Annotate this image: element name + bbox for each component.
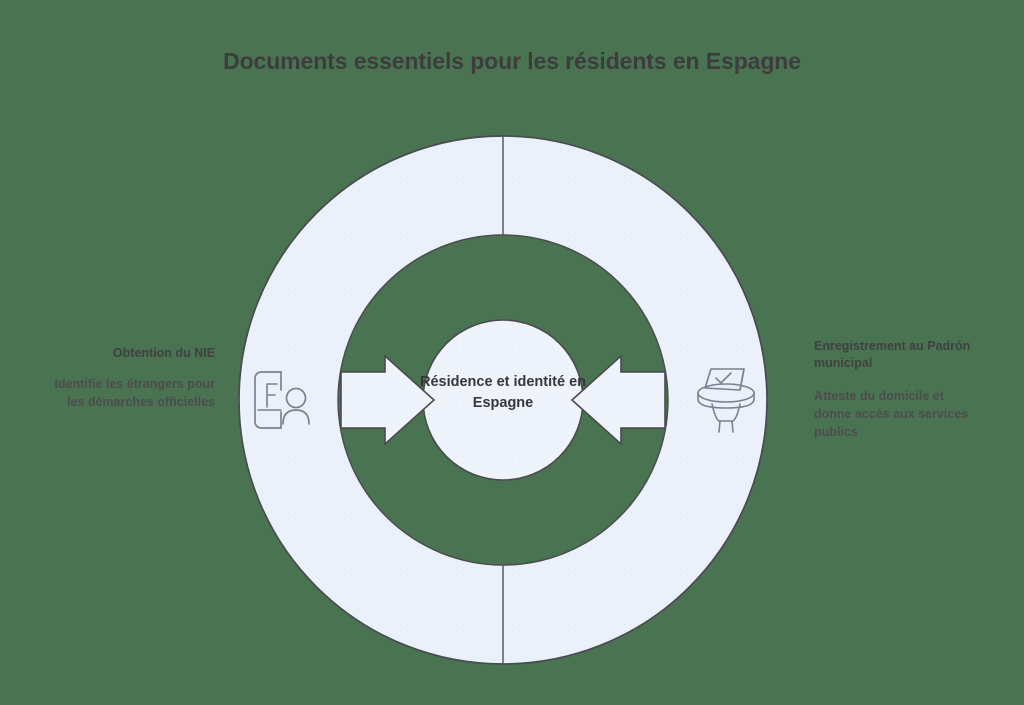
right-item-block: Enregistrement au Padrón municipal Attes… [814, 338, 979, 441]
id-card-person-icon [254, 371, 310, 429]
left-item-description: Identifie les étrangers pour les démarch… [54, 376, 215, 409]
right-item-description: Atteste du domicile et donne accès aux s… [814, 388, 969, 439]
left-item-heading: Obtention du NIE [112, 346, 215, 360]
arrow-left-to-center [340, 354, 436, 446]
arrow-right-to-center [570, 354, 666, 446]
ballot-box-check-icon [697, 368, 755, 433]
center-hub-label: Résidence et identité en Espagne [420, 374, 586, 412]
left-item-block: Obtention du NIE Identifie les étrangers… [45, 345, 215, 411]
page-title: Documents essentiels pour les résidents … [223, 48, 801, 74]
right-item-heading: Enregistrement au Padrón municipal [814, 339, 971, 370]
